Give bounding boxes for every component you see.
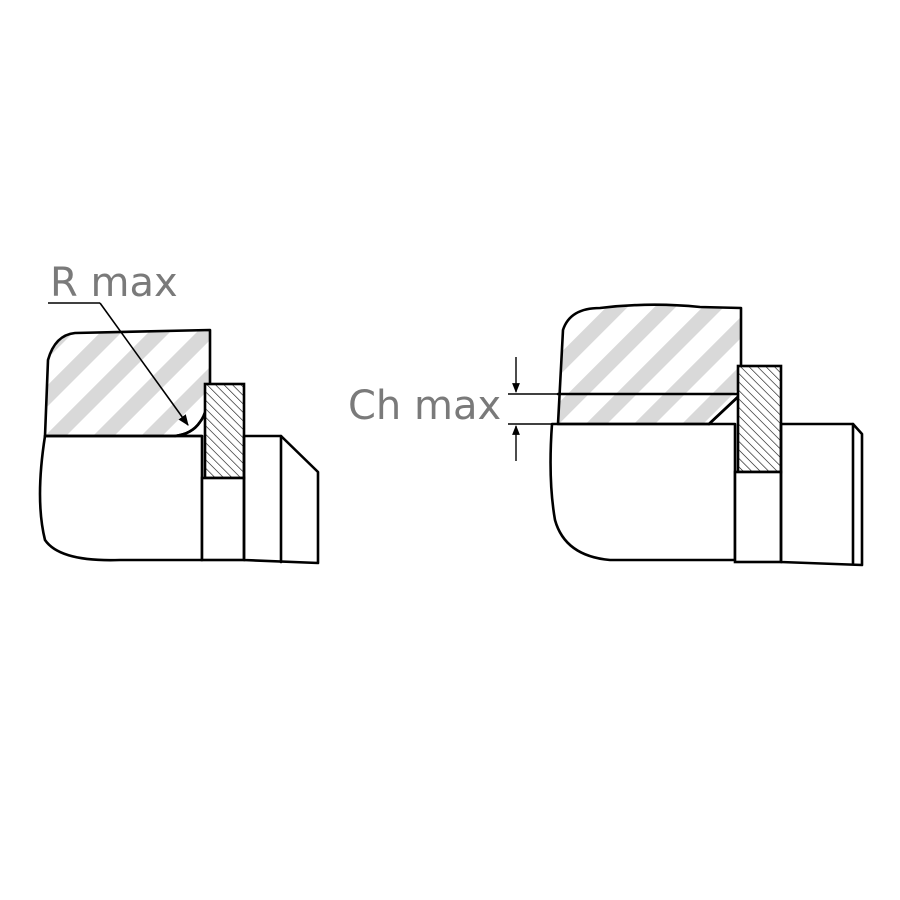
left-shaft-body [38, 434, 204, 562]
right-spacer-ring [736, 364, 783, 474]
right-chamfer-edge [707, 392, 743, 426]
radius-detail: R max [38, 260, 320, 565]
radius-label: R max [50, 260, 178, 306]
chamfer-label: Ch max [348, 383, 501, 429]
right-inner-ring [733, 470, 783, 564]
right-housing-section [556, 303, 743, 426]
left-inner-ring [200, 476, 246, 562]
left-spacer-ring [203, 382, 246, 480]
radius-leader-line [99, 302, 189, 426]
left-shaft-extension [242, 434, 320, 565]
right-shaft-body [549, 422, 737, 562]
chamfer-detail: Ch max [348, 303, 864, 567]
right-shaft-extension [779, 422, 864, 567]
